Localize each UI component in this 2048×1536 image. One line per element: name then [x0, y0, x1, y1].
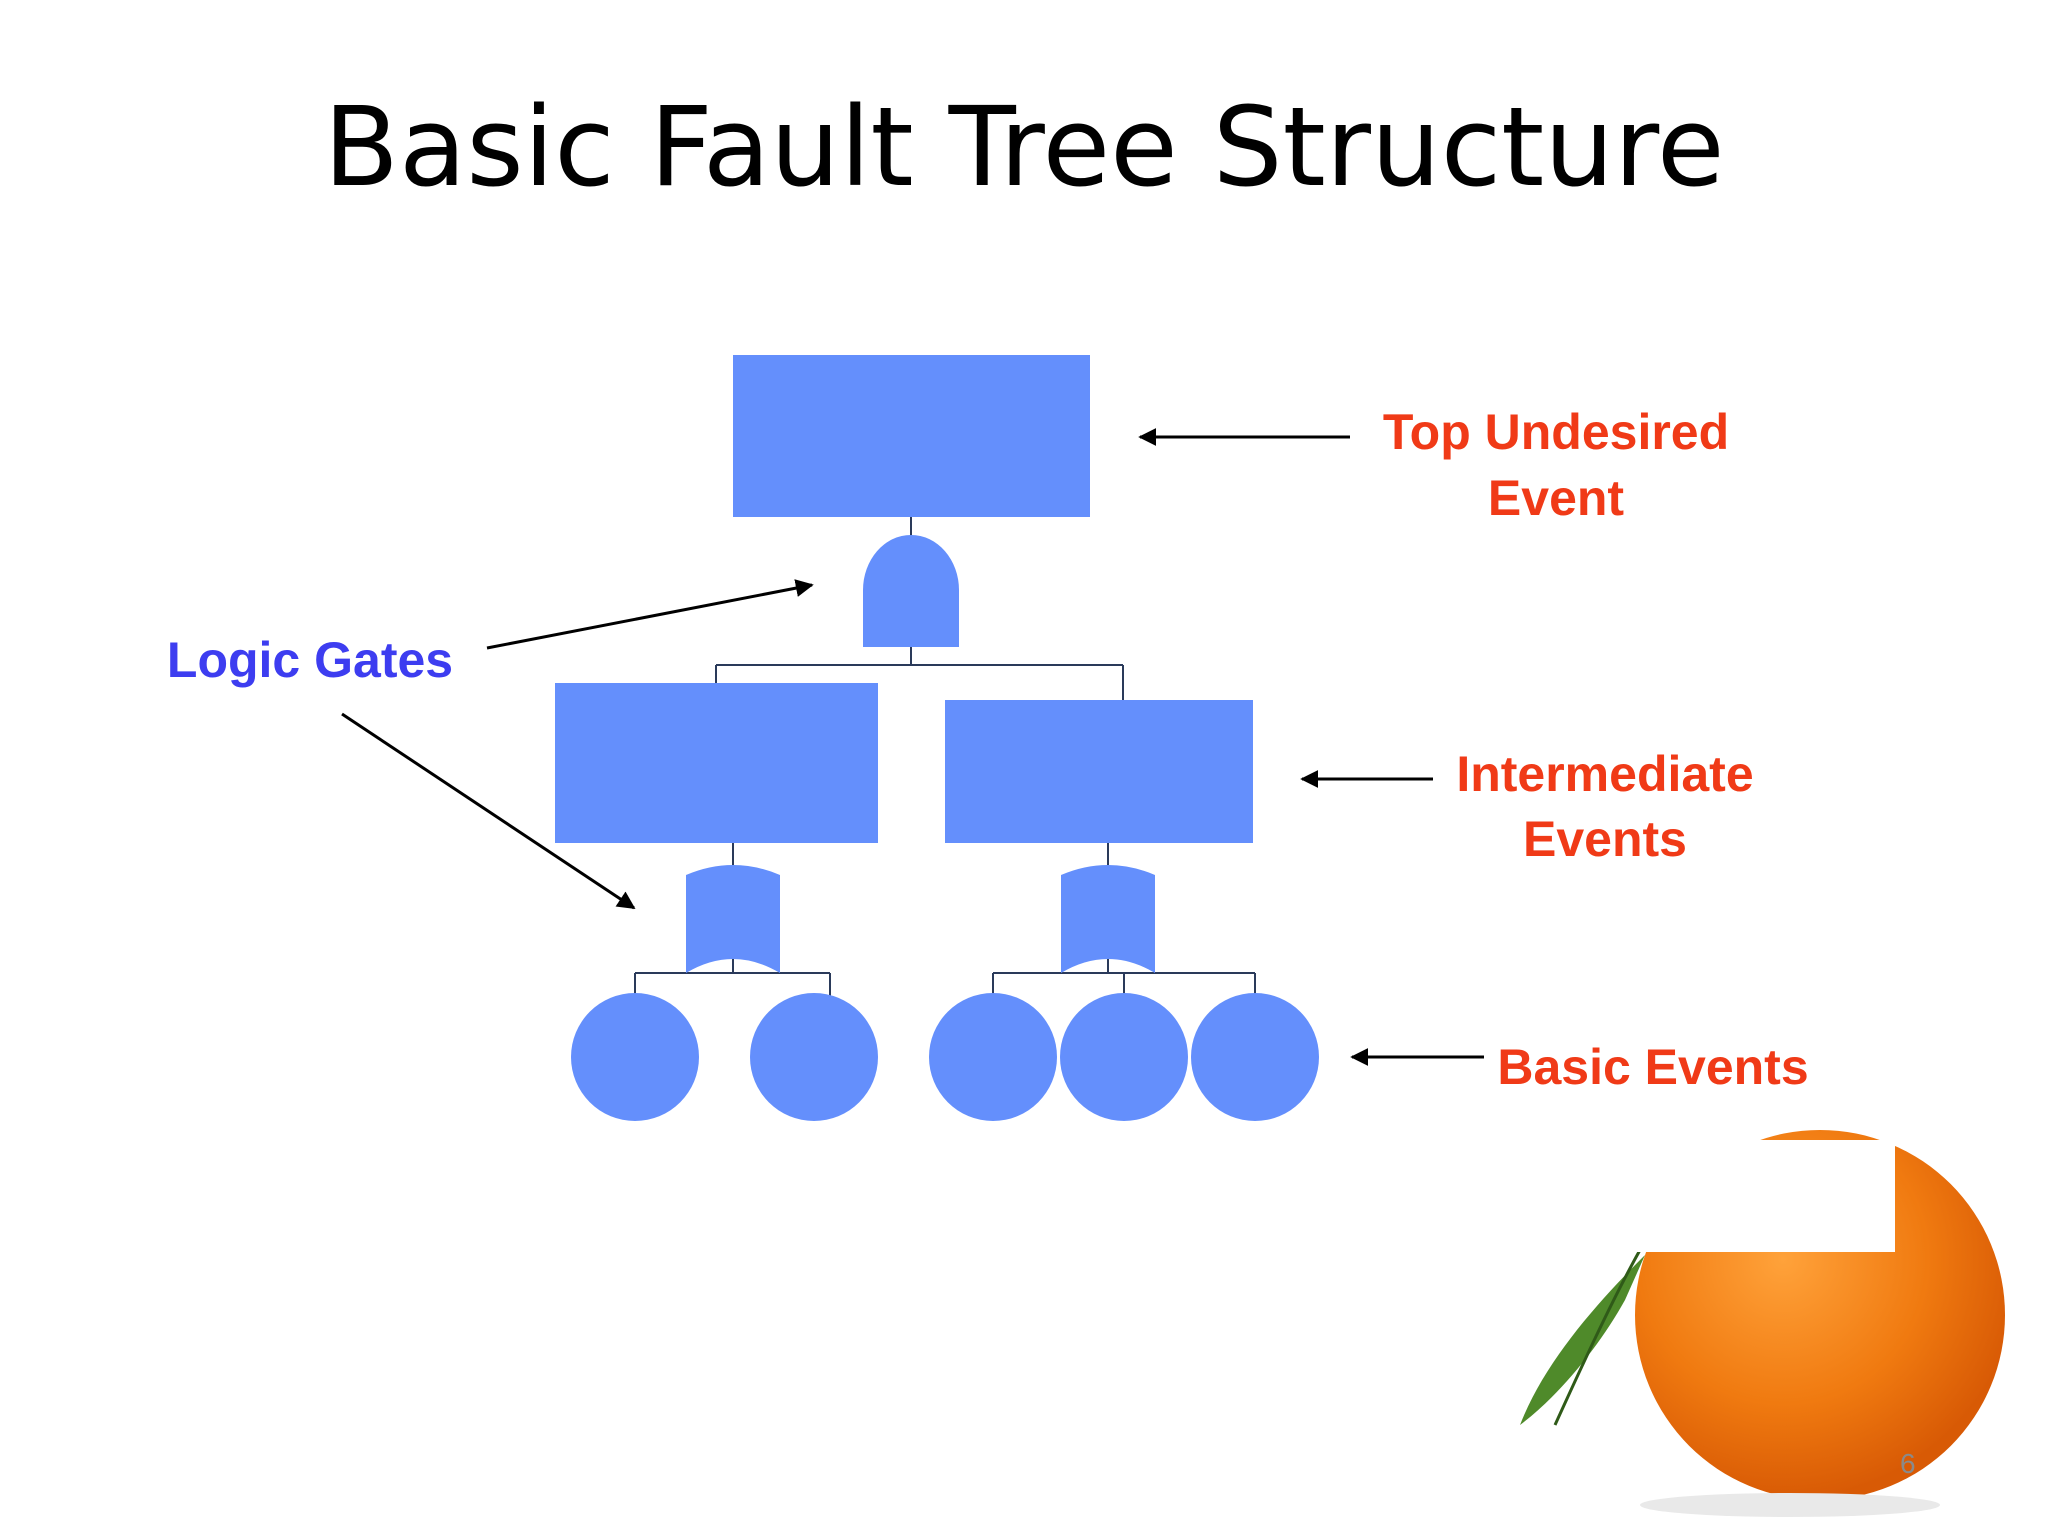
basic-event-circle-2 — [750, 993, 878, 1121]
intermediate-label-line1: Intermediate — [1456, 746, 1753, 802]
logic-gates-label: Logic Gates — [167, 632, 453, 688]
intermediate-event-box-left — [555, 683, 878, 843]
or-gate-icon-left — [686, 865, 780, 973]
orange-fruit-icon — [1520, 1130, 2005, 1517]
top-event-label-line2: Event — [1488, 470, 1625, 526]
arrow-logic-gate-and — [486, 579, 814, 650]
basic-event-circle-5 — [1191, 993, 1319, 1121]
page-number: 6 — [1900, 1448, 1916, 1479]
slide-title: Basic Fault Tree Structure — [323, 83, 1725, 211]
intermediate-event-box-right — [945, 700, 1253, 843]
basic-event-circle-3 — [929, 993, 1057, 1121]
intermediate-label-line2: Events — [1523, 811, 1687, 867]
top-event-label-line1: Top Undesired — [1383, 404, 1729, 460]
arrow-logic-gate-or — [341, 712, 636, 910]
basic-events-label: Basic Events — [1497, 1039, 1808, 1095]
and-gate-icon — [863, 535, 959, 647]
or-gate-icon-right — [1061, 865, 1155, 973]
top-event-box — [733, 355, 1090, 517]
basic-event-circle-4 — [1060, 993, 1188, 1121]
basic-event-circle-1 — [571, 993, 699, 1121]
